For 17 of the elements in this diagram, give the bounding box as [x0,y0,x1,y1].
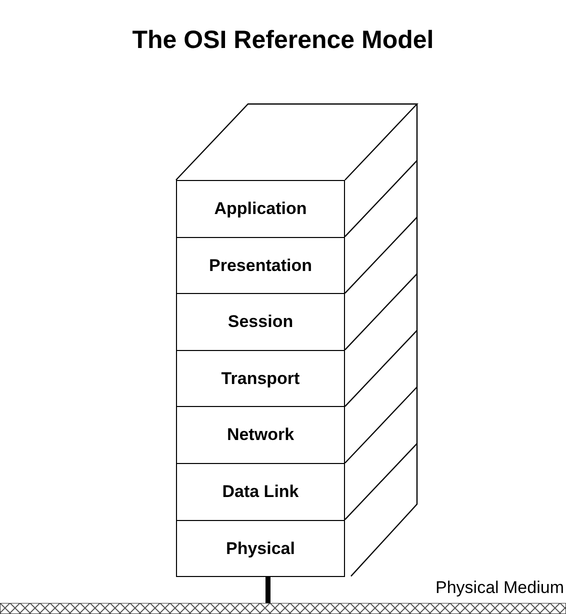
layer-label: Physical [226,538,295,560]
layer-label: Data Link [222,481,299,504]
connector-line [266,576,270,603]
layer-label: Session [228,311,294,334]
layer-label: Transport [221,368,300,390]
layer-box [176,350,345,408]
layer-box [176,293,345,351]
layer-label: Presentation [209,254,312,277]
layer-label: Application [214,198,307,220]
layer-label: Network [226,424,294,446]
diagram-title: The OSI Reference Model [131,25,435,56]
layer-box [176,520,345,578]
layer-box [176,463,345,521]
layer-box [176,406,345,464]
layer-box [176,236,345,294]
layer-box [176,180,345,238]
medium-label: Physical Medium [436,576,564,598]
